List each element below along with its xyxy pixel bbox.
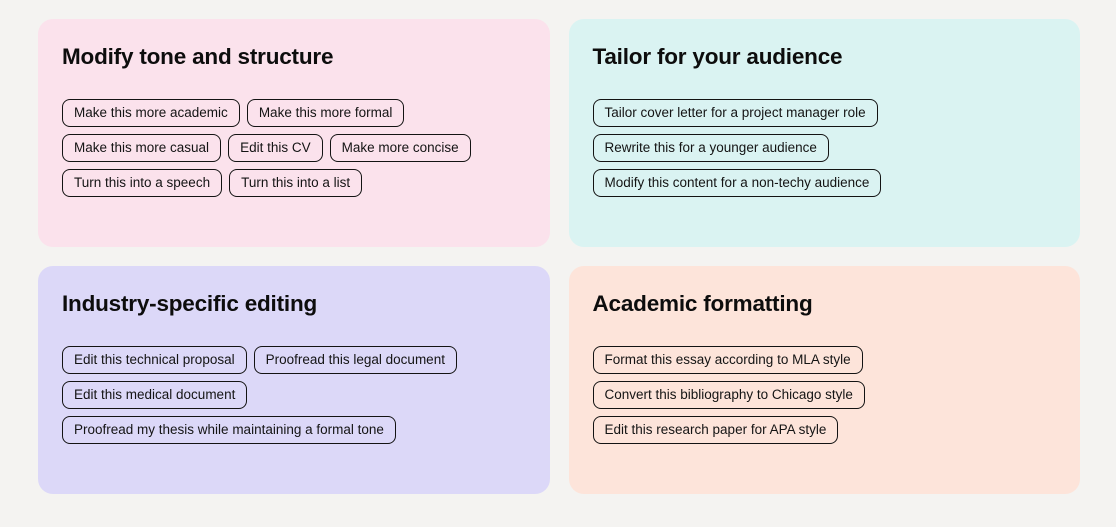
chip-tailor-cover-letter-for-a-project-manager-role[interactable]: Tailor cover letter for a project manage… — [592, 99, 878, 127]
chip-group: Edit this technical proposal Proofread t… — [62, 346, 524, 444]
chip-make-this-more-academic[interactable]: Make this more academic — [62, 99, 240, 127]
chip-group: Tailor cover letter for a project manage… — [592, 99, 913, 197]
chip-edit-this-cv[interactable]: Edit this CV — [228, 134, 323, 162]
chip-group: Make this more academic Make this more f… — [62, 99, 524, 197]
card-title: Industry-specific editing — [62, 291, 318, 316]
chip-turn-this-into-a-speech[interactable]: Turn this into a speech — [62, 169, 223, 197]
chip-make-this-more-formal[interactable]: Make this more formal — [246, 99, 405, 127]
chip-rewrite-this-for-a-younger-audience[interactable]: Rewrite this for a younger audience — [592, 134, 829, 162]
chip-edit-this-medical-document[interactable]: Edit this medical document — [62, 381, 248, 409]
chip-edit-this-technical-proposal[interactable]: Edit this technical proposal — [62, 346, 247, 374]
chip-format-this-essay-according-to-mla-style[interactable]: Format this essay according to MLA style — [592, 346, 863, 374]
chip-make-more-concise[interactable]: Make more concise — [329, 134, 471, 162]
card-title: Tailor for your audience — [592, 44, 843, 69]
chip-proofread-this-legal-document[interactable]: Proofread this legal document — [253, 346, 457, 374]
card-modify-tone-and-structure: Modify tone and structure Make this more… — [38, 19, 550, 247]
chip-make-this-more-casual[interactable]: Make this more casual — [62, 134, 222, 162]
chip-edit-this-research-paper-for-apa-style[interactable]: Edit this research paper for APA style — [592, 416, 839, 444]
card-title: Modify tone and structure — [62, 44, 334, 69]
chip-group: Format this essay according to MLA style… — [592, 346, 913, 444]
chip-convert-this-bibliography-to-chicago-style[interactable]: Convert this bibliography to Chicago sty… — [592, 381, 865, 409]
card-title: Academic formatting — [592, 291, 813, 316]
card-industry-specific-editing: Industry-specific editing Edit this tech… — [38, 266, 550, 494]
chip-modify-this-content-for-a-non-techy-audience[interactable]: Modify this content for a non-techy audi… — [592, 169, 882, 197]
card-academic-formatting: Academic formatting Format this essay ac… — [568, 266, 1080, 494]
card-tailor-for-your-audience: Tailor for your audience Tailor cover le… — [568, 19, 1080, 247]
chip-turn-this-into-a-list[interactable]: Turn this into a list — [229, 169, 363, 197]
chip-proofread-my-thesis-while-maintaining-a-formal-tone[interactable]: Proofread my thesis while maintaining a … — [62, 416, 396, 444]
